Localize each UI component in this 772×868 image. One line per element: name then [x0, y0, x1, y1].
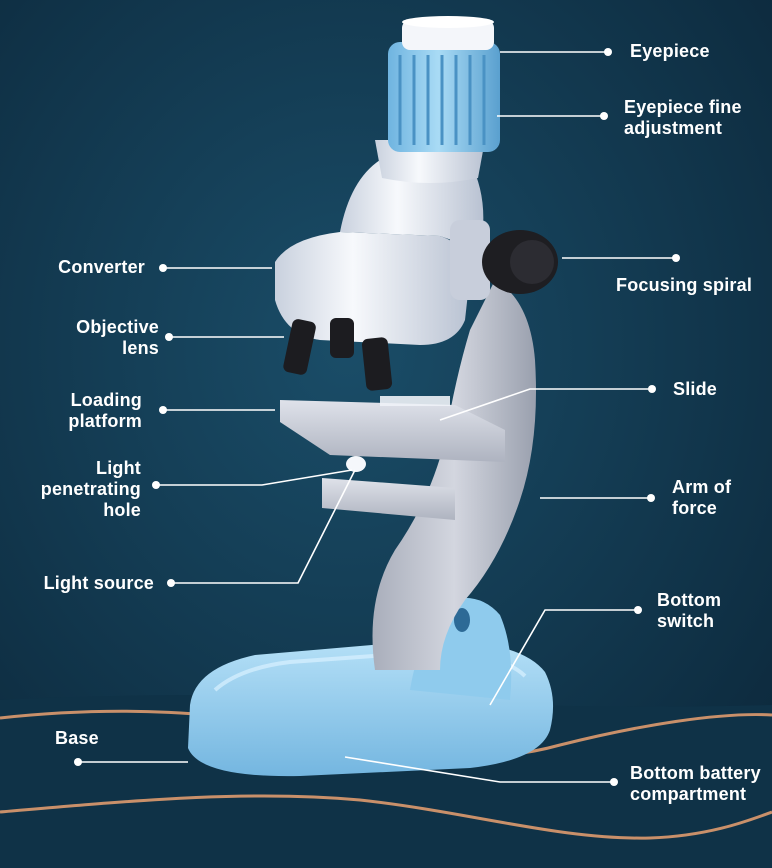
dot-icon — [159, 264, 167, 272]
label-eyepiece-fine-adjustment: Eyepiece fine adjustment — [624, 97, 742, 138]
slide-glass — [380, 396, 450, 406]
leader-switch — [489, 609, 638, 706]
focusing-knob-face — [510, 240, 554, 284]
label-light-source: Light source — [43, 573, 154, 593]
dot-icon — [647, 494, 655, 502]
dot-icon — [648, 385, 656, 393]
label-bottom-battery-compartment: Bottom battery compartment — [630, 763, 761, 804]
dot-icon — [165, 333, 173, 341]
eyepiece-ribs — [398, 55, 486, 145]
label-focusing-spiral: Focusing spiral — [616, 275, 753, 295]
label-arm-of-force: Arm of force — [672, 477, 732, 518]
leader-light-source — [171, 469, 356, 584]
leader-light-hole — [156, 469, 353, 486]
head-side — [450, 220, 490, 300]
leader-battery — [344, 756, 614, 783]
dot-icon — [610, 778, 618, 786]
dot-icon — [600, 112, 608, 120]
label-light-penetrating-hole: Light penetrating hole — [40, 458, 141, 520]
eyepiece-cap-top — [402, 16, 494, 28]
leader-slide — [439, 388, 652, 421]
label-converter: Converter — [58, 257, 145, 277]
microscope-illustration — [188, 16, 558, 777]
dot-icon — [634, 606, 642, 614]
label-base: Base — [55, 728, 99, 748]
lower-platform — [322, 478, 455, 520]
dot-icon — [604, 48, 612, 56]
dot-icon — [152, 481, 160, 489]
eyepiece-cap — [402, 20, 494, 50]
label-eyepiece: Eyepiece — [630, 41, 710, 61]
dot-icon — [74, 758, 82, 766]
switch-hole — [454, 608, 470, 632]
label-loading-platform: Loading platform — [68, 390, 142, 431]
leader-dots — [74, 48, 680, 786]
loading-stage — [280, 400, 505, 462]
dot-icon — [167, 579, 175, 587]
eyepiece-tube — [388, 42, 500, 152]
wire-decoration-lower — [0, 794, 772, 840]
head-neck — [340, 160, 484, 250]
label-slide: Slide — [673, 379, 718, 399]
label-objective-lens: Objective lens — [76, 317, 159, 358]
arm-shape — [372, 280, 536, 670]
objective-lenses — [283, 318, 393, 391]
converter-housing — [275, 232, 470, 345]
label-bottom-switch: Bottom switch — [657, 590, 722, 631]
light-source-bulb — [346, 456, 366, 472]
dot-icon — [159, 406, 167, 414]
leader-lines — [78, 51, 676, 783]
dot-icon — [672, 254, 680, 262]
